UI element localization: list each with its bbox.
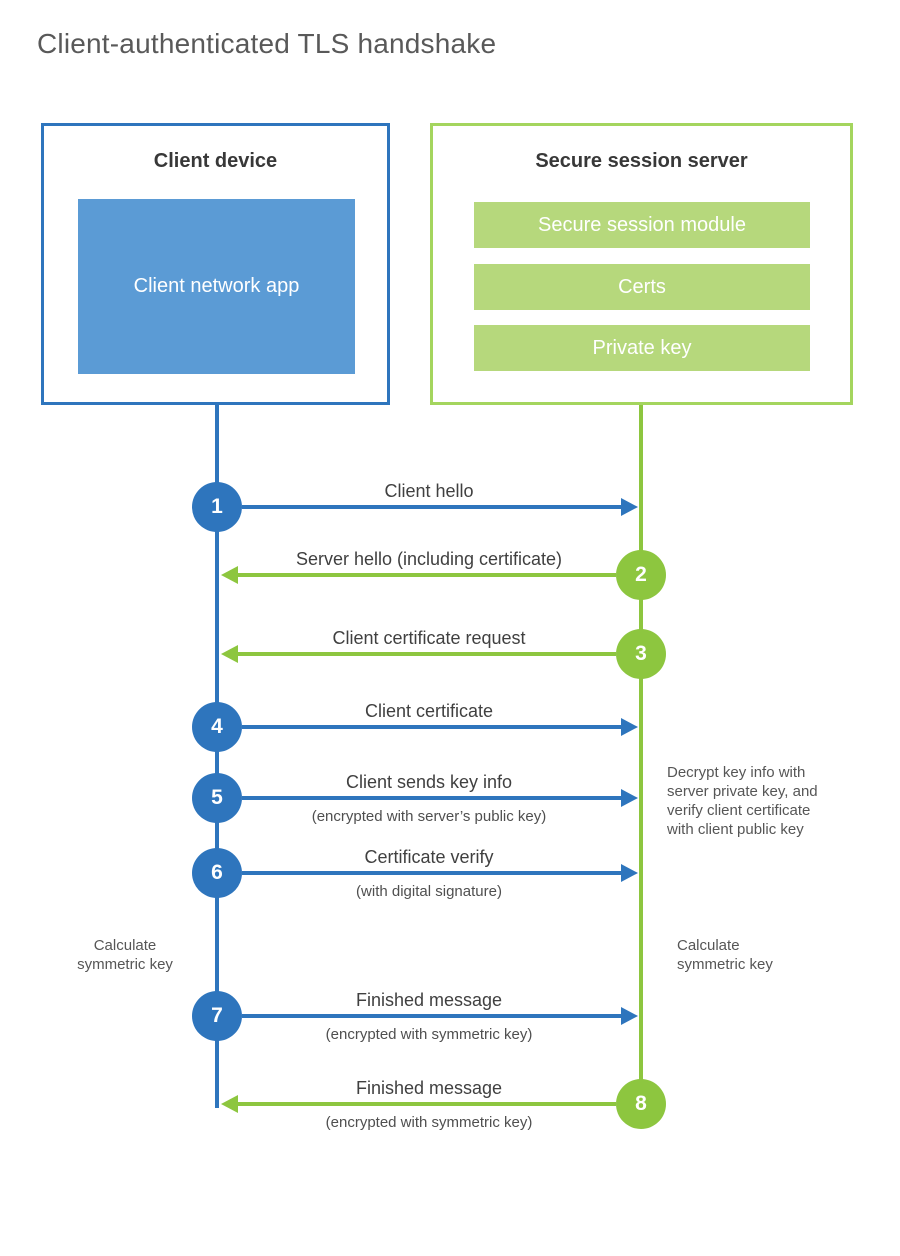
arrow-8-head-icon <box>221 1095 238 1113</box>
message-6-sublabel: (with digital signature) <box>356 883 502 900</box>
calculate-symmetric-key-note-server: Calculate symmetric key <box>677 937 773 973</box>
step-1-badge: 1 <box>192 482 242 532</box>
server-module-certs: Certs <box>474 264 810 310</box>
arrow-5-line <box>242 796 622 800</box>
message-7-label: Finished message <box>355 990 503 1010</box>
arrow-5-head-icon <box>621 789 638 807</box>
step-8-badge: 8 <box>616 1079 666 1129</box>
step-5-badge: 5 <box>192 773 242 823</box>
arrow-7-line <box>242 1014 622 1018</box>
arrow-2-head-icon <box>221 566 238 584</box>
message-5-sublabel: (encrypted with server’s public key) <box>311 808 547 825</box>
message-6-label: Certificate verify <box>364 847 494 867</box>
message-1-label: Client hello <box>384 481 474 501</box>
page-title: Client-authenticated TLS handshake <box>37 28 497 59</box>
arrow-1-line <box>242 505 622 509</box>
step-3-badge: 3 <box>616 629 666 679</box>
arrow-1-head-icon <box>621 498 638 516</box>
step-2-badge: 2 <box>616 550 666 600</box>
message-8-label: Finished message <box>355 1078 503 1098</box>
secure-session-server-title: Secure session server <box>535 150 748 172</box>
message-3-label: Client certificate request <box>332 628 526 648</box>
arrow-4-line <box>242 725 622 729</box>
arrow-7-head-icon <box>621 1007 638 1025</box>
message-8-sublabel: (encrypted with symmetric key) <box>325 1114 533 1131</box>
arrow-3-line <box>238 652 616 656</box>
message-2-label: Server hello (including certificate) <box>295 549 563 569</box>
calculate-symmetric-key-note-client: Calculate symmetric key <box>77 937 173 973</box>
arrow-4-head-icon <box>621 718 638 736</box>
arrow-6-head-icon <box>621 864 638 882</box>
arrow-6-line <box>242 871 622 875</box>
client-device-title: Client device <box>153 150 278 172</box>
arrow-2-line <box>238 573 616 577</box>
client-network-app-label: Client network app <box>133 275 300 297</box>
step-4-badge: 4 <box>192 702 242 752</box>
step-7-badge: 7 <box>192 991 242 1041</box>
decrypt-note: Decrypt key info with server private key… <box>667 764 818 838</box>
arrow-8-line <box>238 1102 616 1106</box>
message-4-label: Client certificate <box>364 701 494 721</box>
server-lifeline <box>639 404 643 1104</box>
client-lifeline <box>215 404 219 1108</box>
client-network-app-box: Client network app <box>78 199 355 374</box>
server-module-private-key: Private key <box>474 325 810 371</box>
arrow-3-head-icon <box>221 645 238 663</box>
server-module-secure-session: Secure session module <box>474 202 810 248</box>
message-5-label: Client sends key info <box>345 772 513 792</box>
message-7-sublabel: (encrypted with symmetric key) <box>325 1026 533 1043</box>
step-6-badge: 6 <box>192 848 242 898</box>
